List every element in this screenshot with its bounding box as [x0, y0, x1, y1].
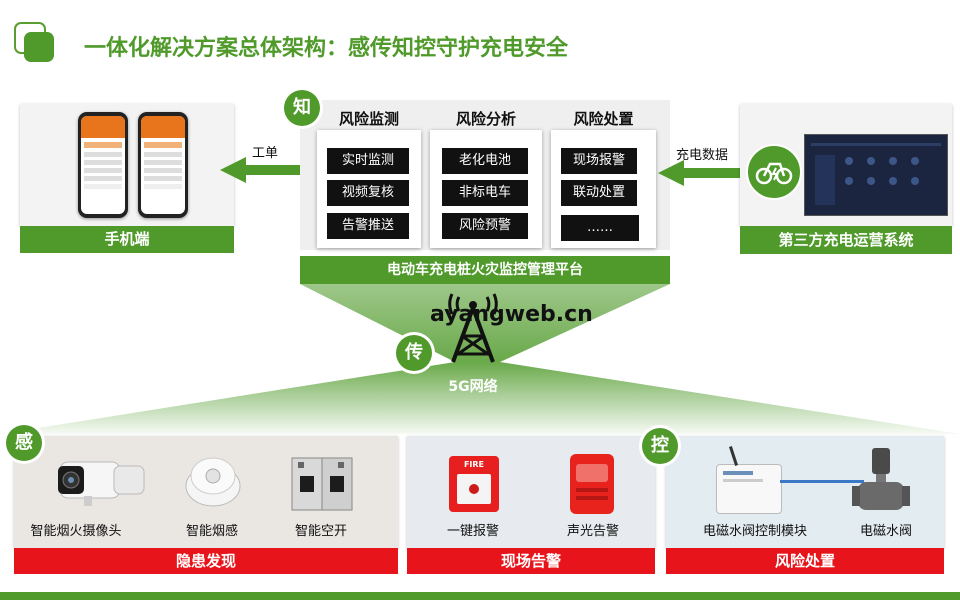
third-party-panel [740, 104, 952, 226]
circuit-breaker-icon [291, 457, 353, 511]
work-order-label: 工单 [252, 146, 279, 161]
function-block: 风险预警 [442, 213, 528, 239]
mobile-panel [20, 104, 234, 226]
column-header: 风险监测 [338, 110, 399, 128]
watermark: ayangweb.cn [430, 302, 593, 327]
logo-square-front [24, 32, 54, 62]
device-label: 声光告警 [566, 524, 619, 539]
manual-call-point-icon: FIRE [449, 456, 499, 512]
platform-column: 现场报警 联动处置 …… [551, 130, 656, 248]
valve-controller-icon [716, 464, 782, 514]
device-label: 智能烟火摄像头 [30, 524, 122, 539]
antenna-icon [728, 446, 739, 466]
know-badge: 知 [284, 90, 320, 126]
page-title: 一体化解决方案总体架构：感传知控守护充电安全 [84, 36, 569, 61]
footer-line [0, 592, 960, 600]
device-label: 一键报警 [446, 524, 499, 539]
function-block: 实时监测 [327, 148, 409, 174]
transmit-badge: 传 [396, 335, 432, 371]
device-label: 智能空开 [294, 524, 347, 539]
solenoid-valve-icon [852, 448, 910, 510]
mobile-label: 手机端 [20, 226, 234, 253]
platform-name: 电动车充电桩火灾监控管理平台 [300, 256, 670, 284]
control-badge: 控 [642, 428, 678, 464]
alarm-bar: 现场告警 [407, 548, 655, 574]
sense-bar: 隐患发现 [14, 548, 398, 574]
device-label: 电磁水阀控制模块 [702, 524, 807, 539]
device-label: 电磁水阀 [859, 524, 912, 539]
sounder-strobe-icon [570, 454, 614, 514]
alarm-panel: FIRE 一键报警 声光告警 [407, 436, 655, 548]
column-header: 风险处置 [573, 110, 634, 128]
camera-icon [58, 461, 145, 506]
function-block: 老化电池 [442, 148, 528, 174]
function-block: 视频复核 [327, 180, 409, 206]
phone-screenshot-icon [78, 112, 128, 218]
charging-data-label: 充电数据 [676, 148, 729, 163]
arrow-left-icon [220, 157, 300, 183]
dashboard-screenshot [804, 134, 948, 216]
sense-badge: 感 [6, 425, 42, 461]
column-header: 风险分析 [455, 110, 516, 128]
function-block: 非标电车 [442, 180, 528, 206]
control-bar: 风险处置 [666, 548, 944, 574]
function-block: …… [561, 215, 639, 241]
smoke-detector-icon [185, 457, 241, 507]
platform-column: 实时监测 视频复核 告警推送 [317, 130, 421, 248]
device-label: 智能烟感 [185, 524, 238, 539]
control-panel: 电磁水阀控制模块 电磁水阀 [666, 436, 944, 548]
arrow-left-icon [658, 160, 740, 186]
function-block: 告警推送 [327, 213, 409, 239]
signal-tower-icon [448, 293, 498, 363]
platform-column: 老化电池 非标电车 风险预警 [430, 130, 542, 248]
ebike-charging-icon [746, 144, 802, 200]
function-block: 现场报警 [561, 148, 637, 174]
network-funnel [0, 284, 960, 434]
phone-screenshot-icon [138, 112, 188, 218]
connection-line [780, 480, 864, 483]
sense-panel: 智能烟火摄像头 智能烟感 智能空开 [14, 436, 398, 548]
function-block: 联动处置 [561, 180, 637, 206]
third-party-label: 第三方充电运营系统 [740, 226, 952, 254]
network-label: 5G网络 [448, 379, 498, 395]
